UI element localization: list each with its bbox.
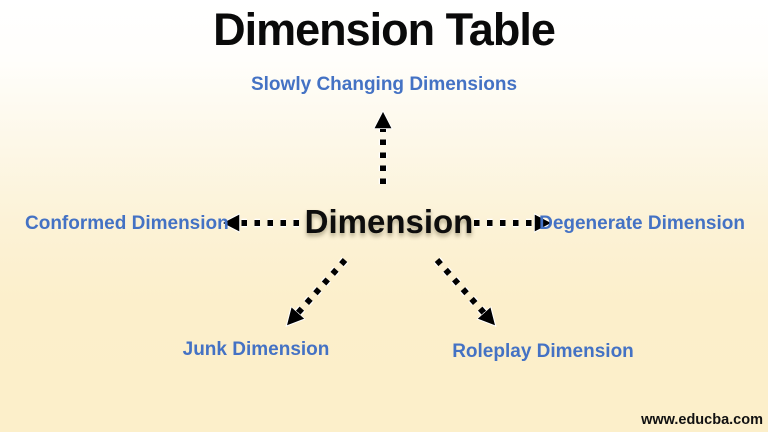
connector-down-left-icon xyxy=(297,257,349,314)
connector-down-right-icon xyxy=(433,257,485,314)
node-dimension-center: Dimension xyxy=(304,203,474,240)
node-slowly-changing-dimensions: Slowly Changing Dimensions xyxy=(250,74,518,95)
diagram-title: Dimension Table xyxy=(213,4,556,55)
watermark: www.educba.com xyxy=(641,412,763,428)
node-degenerate-dimension: Degenerate Dimension xyxy=(539,213,745,234)
node-conformed-dimension: Conformed Dimension xyxy=(25,213,229,234)
node-junk-dimension: Junk Dimension xyxy=(182,339,330,360)
node-roleplay-dimension: Roleplay Dimension xyxy=(452,341,634,362)
